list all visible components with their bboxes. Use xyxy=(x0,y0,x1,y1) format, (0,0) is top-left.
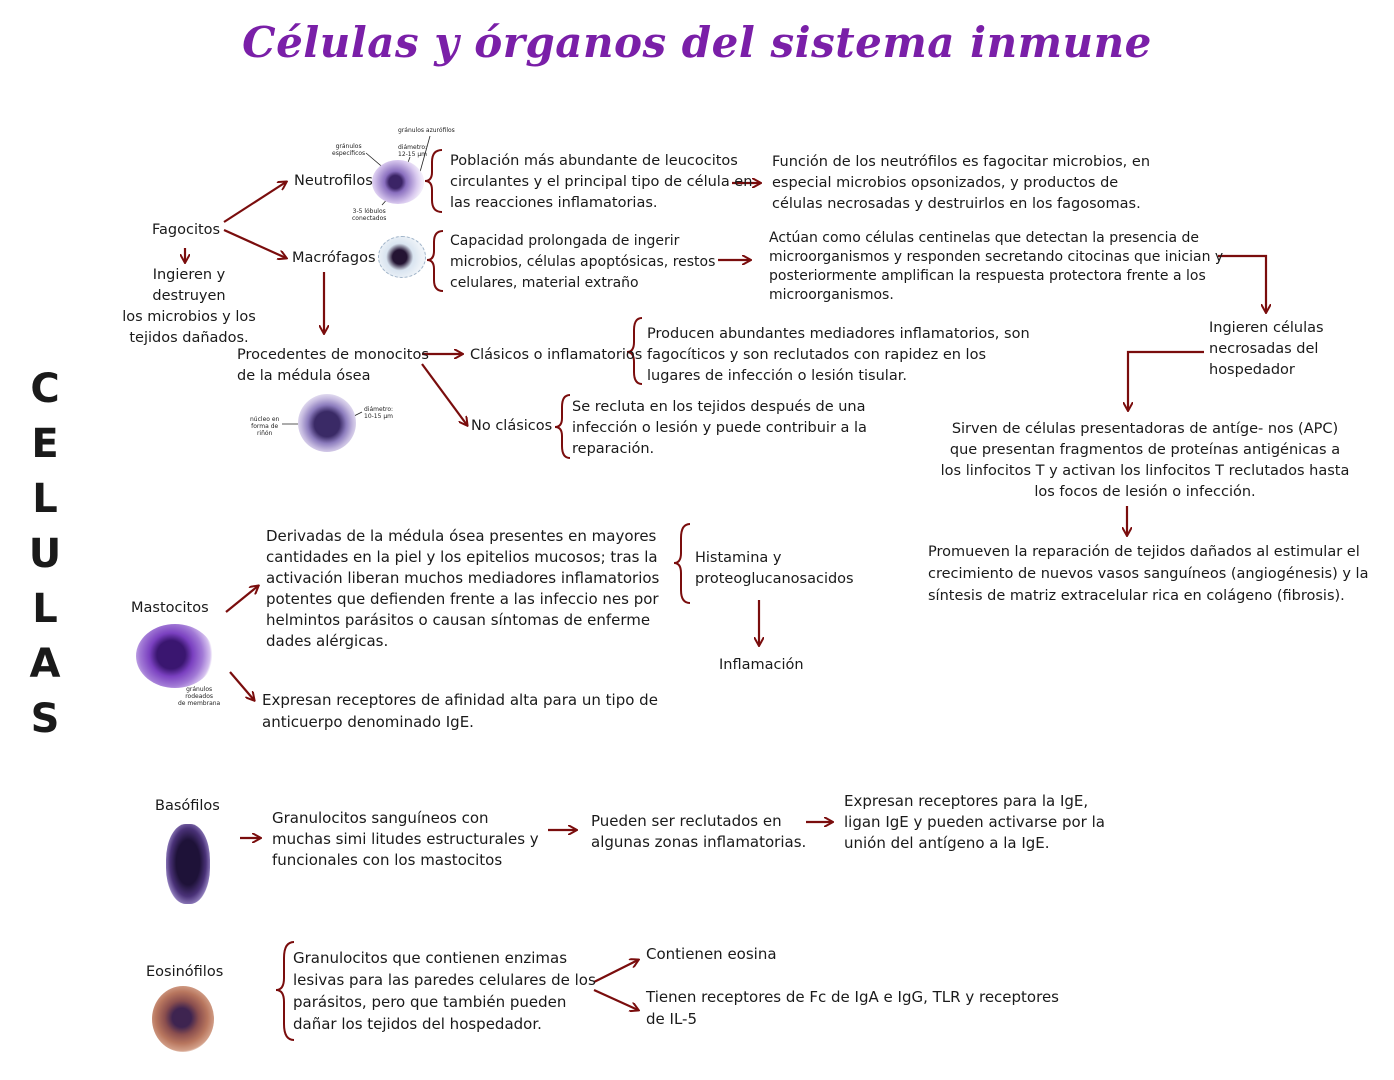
macrofagos-ingieren: Ingieren células necrosadas del hospedad… xyxy=(1209,320,1324,378)
mastocitos-label: Mastocitos xyxy=(131,600,209,616)
arrow-mastocitos-desc xyxy=(225,586,258,613)
macrofagos-repair: Promueven la reparación de tejidos dañad… xyxy=(928,544,1369,604)
arrow-ingieren-apc xyxy=(1128,350,1204,410)
brace-neutrofilos xyxy=(424,149,443,213)
brace-histamina xyxy=(673,523,691,604)
brace-clasicos xyxy=(626,317,643,385)
basofilos-label: Basófilos xyxy=(155,798,220,814)
macrofagos-desc: Capacidad prolongada de ingerir microbio… xyxy=(450,233,716,291)
page-title: Células y órganos del sistema inmune xyxy=(242,18,1152,67)
monocitos-label: Procedentes de monocitos de la médula ós… xyxy=(237,347,429,384)
arrow-monocitos-no-clasicos xyxy=(421,363,467,425)
mastocito-cell-icon xyxy=(136,624,214,688)
eosinofilo-cell-icon xyxy=(152,986,214,1052)
brace-eosinofilos xyxy=(275,941,295,1041)
mastocitos-desc: Derivadas de la médula ósea presentes en… xyxy=(266,527,660,650)
macrofagos-apc: Sirven de células presentadoras de antíg… xyxy=(940,421,1350,500)
arrow-func-ingieren xyxy=(1218,254,1266,312)
side-label-celulas: C E L U L A S xyxy=(28,366,62,742)
arrow-mastocitos-receptores xyxy=(229,671,254,700)
neutrofilos-func: Función de los neutrófilos es fagocitar … xyxy=(772,154,1151,212)
macrofagos-label: Macrófagos xyxy=(292,250,376,266)
neutrofilo-label-granulos-azurofilos: gránulos azurófilos xyxy=(398,127,455,134)
basofilos-receptores: Expresan receptores para la IgE, ligan I… xyxy=(844,792,1105,852)
basofilo-cell-icon xyxy=(166,824,210,904)
mastocito-label-granulos: gránulos rodeados de membrana xyxy=(178,686,221,707)
basofilos-reclutados: Pueden ser reclutados en algunas zonas i… xyxy=(591,812,807,851)
neutrofilos-label: Neutrofilos xyxy=(294,173,373,189)
fagocitos-desc: Ingieren y destruyen los microbios y los… xyxy=(122,267,256,346)
eosinofilos-receptores: Tienen receptores de Fc de IgA e IgG, TL… xyxy=(646,988,1059,1028)
brace-no-clasicos xyxy=(554,394,571,459)
histamina-label: Histamina y proteoglucanosacidos xyxy=(695,550,854,587)
neutrofilos-desc: Población más abundante de leucocitos ci… xyxy=(450,153,753,211)
arrow-eosinofilos-receptores xyxy=(593,988,638,1010)
clasicos-label: Clásicos o inflamatorios xyxy=(470,347,643,363)
fagocitos-label: Fagocitos xyxy=(152,222,221,238)
eosinofilos-desc: Granulocitos que contienen enzimas lesiv… xyxy=(293,949,596,1033)
arrow-fagocitos-macrofagos xyxy=(223,228,286,258)
no-clasicos-desc: Se recluta en los tejidos después de una… xyxy=(572,399,867,457)
arrow-eosinofilos-eosina xyxy=(593,960,638,983)
no-clasicos-label: No clásicos xyxy=(471,418,553,434)
brace-macrofagos xyxy=(426,230,444,292)
eosinofilos-label: Eosinófilos xyxy=(146,964,224,980)
eosinofilos-eosina: Contienen eosina xyxy=(646,945,777,963)
neutrofilo-label-granulos-especificos: gránulos específicos xyxy=(332,143,366,157)
neutrofilo-label-diametro: diámetro: 12-15 μm xyxy=(398,144,428,158)
inflamacion-label: Inflamación xyxy=(719,657,804,673)
neutrofilo-cell-icon xyxy=(372,160,424,204)
arrow-fagocitos-neutrofilos xyxy=(223,182,286,223)
monocito-label-diametro: diámetro: 10-15 μm xyxy=(364,406,394,420)
basofilos-desc: Granulocitos sanguíneos con muchas simi … xyxy=(272,809,539,869)
macrofagos-func: Actúan como células centinelas que detec… xyxy=(769,230,1224,303)
neutrofilo-label-lobulos: 3-5 lóbulos conectados xyxy=(352,208,387,222)
clasicos-desc: Producen abundantes mediadores inflamato… xyxy=(647,326,1030,384)
monocito-cell-icon xyxy=(298,394,356,452)
mastocitos-receptores: Expresan receptores de afinidad alta par… xyxy=(262,691,658,731)
monocito-label-nucleo: núcleo en forma de riñón xyxy=(250,416,280,437)
macrofago-cell-icon xyxy=(378,236,426,278)
